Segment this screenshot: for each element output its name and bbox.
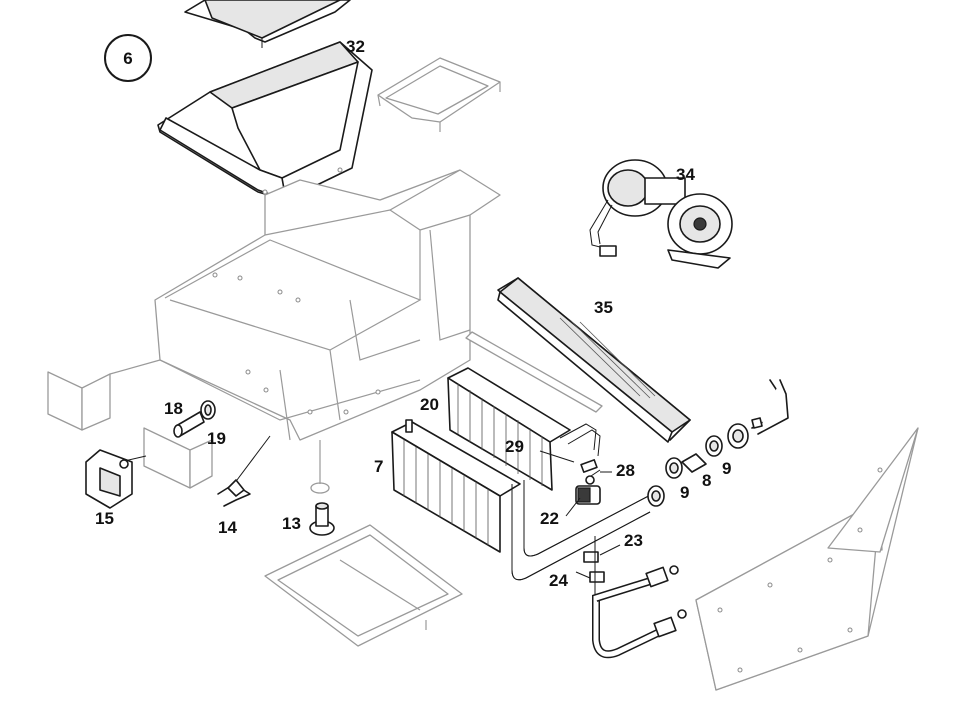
divider-strip [465, 331, 603, 413]
callout-14: 14 [218, 518, 237, 537]
callout-22: 22 [540, 509, 559, 528]
part-35-filter-cover [497, 277, 691, 443]
lower-pipe-assembly [592, 565, 687, 659]
callout-19: 19 [207, 429, 226, 448]
main-housing [154, 169, 501, 441]
diagram-number-badge: 6 [104, 34, 152, 82]
callout-34: 34 [676, 165, 695, 184]
callout-24: 24 [549, 571, 568, 590]
part-7-evaporator-core [391, 419, 521, 553]
hose-fittings [647, 379, 789, 507]
part-13-grommet [309, 440, 335, 536]
callout-32: 32 [346, 37, 365, 56]
callout-13: 13 [282, 514, 301, 533]
callout-35: 35 [594, 298, 613, 317]
callout-15: 15 [95, 509, 114, 528]
top-bracket [184, 0, 351, 48]
part-15-switch [85, 449, 147, 509]
part-14-cable-tie [217, 435, 271, 507]
badge-label: 6 [123, 49, 132, 68]
expansion-valve [575, 459, 601, 505]
callout-9-left: 9 [680, 483, 689, 502]
refrigerant-pipes [511, 480, 661, 581]
part-32-air-hood [157, 41, 373, 201]
drip-tray [264, 524, 463, 647]
callout-28: 28 [616, 461, 635, 480]
callout-7: 7 [374, 457, 383, 476]
callout-9-right: 9 [722, 459, 731, 478]
callout-29: 29 [505, 437, 524, 456]
callout-23: 23 [624, 531, 643, 550]
left-bracket [47, 359, 213, 489]
callout-8: 8 [702, 471, 711, 490]
parts-18-19-fitting [173, 400, 216, 438]
small-tray [377, 57, 501, 132]
leader-lines [539, 450, 621, 579]
part-20-heater-core [447, 367, 601, 491]
callout-20: 20 [420, 395, 439, 414]
callout-18: 18 [164, 399, 183, 418]
part-34-blower-motor [589, 159, 733, 269]
side-panel [695, 427, 919, 691]
